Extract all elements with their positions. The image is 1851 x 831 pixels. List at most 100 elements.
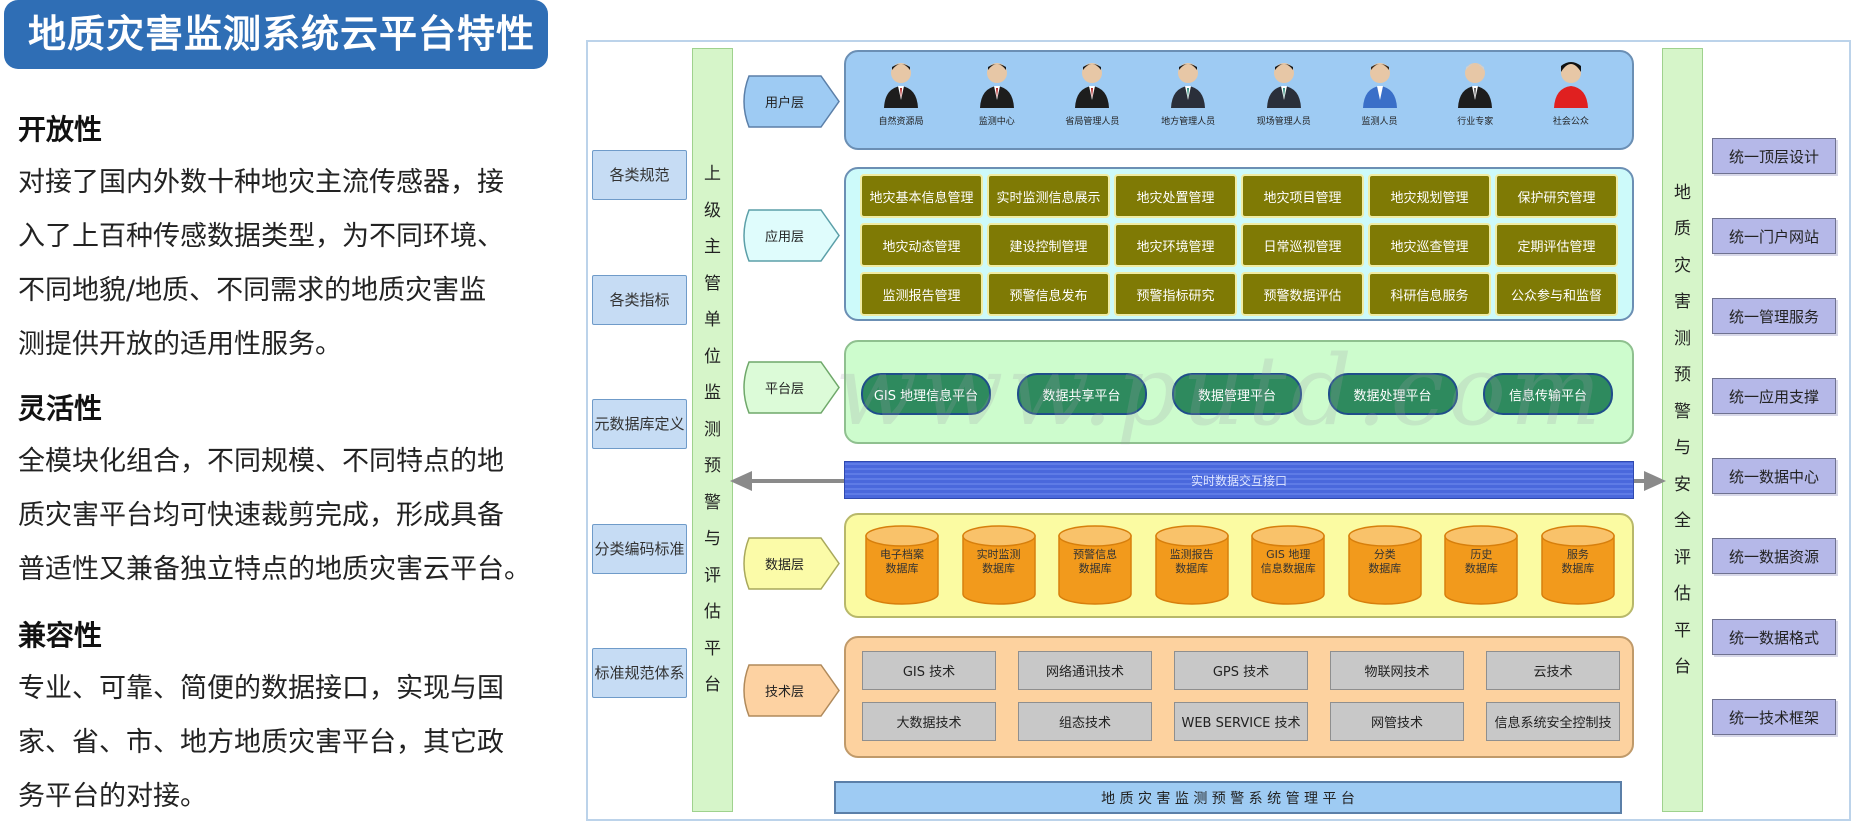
application-module: 地灾处置管理 [1114, 174, 1237, 218]
section-heading-openness: 开放性 [18, 113, 103, 146]
technology-box: GPS 技术 [1174, 651, 1308, 690]
database-label-line: 数据库 [982, 562, 1016, 575]
watermark-text: www.putd.com [835, 335, 1606, 447]
vertical-char: 单 [704, 310, 721, 331]
layer-tag-shape [743, 664, 840, 717]
database-label: 实时监测数据库 [961, 548, 1037, 576]
vertical-char: 预 [704, 456, 721, 477]
layer-tag-platform: 平台层 [737, 360, 841, 415]
platform-module: 数据处理平台 [1327, 373, 1458, 415]
right-principle-box: 统一数据格式 [1712, 619, 1836, 655]
user-label: 行业专家 [1457, 117, 1494, 127]
right-principle-box: 统一数据资源 [1712, 538, 1836, 574]
right-principle-box: 统一管理服务 [1712, 298, 1836, 334]
application-module: 预警信息发布 [987, 272, 1110, 316]
vertical-char: 质 [1674, 219, 1691, 239]
technology-box: 组态技术 [1018, 702, 1152, 741]
right-principle-box: 统一技术框架 [1712, 699, 1836, 735]
database-label: 电子档案数据库 [864, 548, 940, 576]
platform-module: 数据共享平台 [1016, 373, 1147, 415]
section-heading-flexibility: 灵活性 [18, 392, 103, 425]
database-icon [865, 525, 939, 605]
left-doc-box: 元数据库定义 [592, 399, 687, 449]
database-label-line: 信息数据库 [1260, 562, 1316, 575]
database-icon [1251, 525, 1325, 605]
database-cylinder: 实时监测数据库 [961, 524, 1037, 606]
vertical-char: 测 [1674, 328, 1691, 349]
database-label: 服务数据库 [1540, 548, 1616, 576]
section-text-flexibility: 全模块化组合，不同规模、不同特点的地 质灾害平台均可快速裁剪完成，形成具备 普适… [18, 435, 558, 597]
vertical-char: 监 [704, 383, 721, 404]
technology-box: 云技术 [1486, 651, 1620, 690]
vertical-char: 平 [1674, 620, 1691, 641]
text-line: 对接了国内外数十种地灾主流传感器，接 [18, 167, 504, 198]
database-cylinder: 预警信息数据库 [1057, 524, 1133, 606]
database-label-line: 数据库 [1464, 562, 1498, 575]
text-line: 全模块化组合，不同规模、不同特点的地 [18, 446, 504, 477]
layer-tag-label: 平台层 [765, 382, 805, 397]
right-vertical-bar: 地质灾害测预警与安全评估平台 [1662, 48, 1703, 812]
text-line: 专业、可靠、简便的数据接口，实现与国 [18, 673, 504, 704]
database-icon [1348, 525, 1422, 605]
database-label-line: 数据库 [1561, 562, 1595, 575]
section-heading-compatibility: 兼容性 [18, 619, 103, 652]
database-cylinder: 历史数据库 [1443, 524, 1519, 606]
left-doc-box: 标准规范体系 [592, 648, 687, 698]
vertical-char: 与 [1674, 438, 1691, 458]
application-module: 保护研究管理 [1495, 174, 1618, 218]
user-item: 行业专家 [1440, 60, 1510, 130]
text-line: 测提供开放的适用性服务。 [18, 329, 342, 360]
person-icon [1171, 63, 1206, 108]
vertical-char: 安 [1674, 474, 1691, 495]
right-principle-box: 统一数据中心 [1712, 458, 1836, 494]
vertical-char: 警 [704, 492, 721, 513]
vertical-char: 评 [704, 565, 721, 586]
right-principle-box: 统一顶层设计 [1712, 138, 1836, 174]
database-label-line: 数据库 [1368, 562, 1402, 575]
database-label-line: 数据库 [1175, 562, 1209, 575]
vertical-char: 地 [1674, 182, 1691, 203]
technology-box: WEB SERVICE 技术 [1174, 702, 1308, 741]
user-item: 自然资源局 [866, 60, 936, 130]
database-label-line: GIS 地理 [1266, 548, 1311, 561]
database-label-line: 预警信息 [1073, 548, 1118, 561]
database-label: GIS 地理信息数据库 [1250, 548, 1326, 576]
user-item: 监测人员 [1345, 60, 1415, 130]
layer-tag-shape [743, 361, 840, 414]
technology-box: 信息系统安全控制技 [1486, 702, 1620, 741]
user-label: 社会公众 [1552, 117, 1589, 127]
vertical-char: 害 [1674, 292, 1691, 312]
database-label: 预警信息数据库 [1057, 548, 1133, 576]
application-module: 科研信息服务 [1368, 272, 1491, 316]
database-label: 监测报告数据库 [1154, 548, 1230, 576]
text-line: 不同地貌/地质、不同需求的地质灾害监 [18, 275, 487, 306]
application-module: 地灾基本信息管理 [860, 174, 983, 218]
vertical-char: 位 [704, 346, 721, 367]
user-label: 地方管理人员 [1161, 117, 1216, 127]
technology-box: 物联网技术 [1330, 651, 1464, 690]
application-module: 定期评估管理 [1495, 223, 1618, 267]
application-module: 地灾环境管理 [1114, 223, 1237, 267]
vertical-char: 台 [704, 675, 721, 696]
application-module: 地灾巡查管理 [1368, 223, 1491, 267]
user-label: 自然资源局 [878, 117, 924, 127]
bottom-platform-bar: 地 质 灾 害 监 测 预 警 系 统 管 理 平 台 [834, 781, 1622, 814]
application-module: 建设控制管理 [987, 223, 1110, 267]
text-line: 务平台的对接。 [18, 781, 207, 812]
person-icon [884, 63, 918, 108]
database-label-line: 历史 [1470, 548, 1493, 561]
platform-list: GIS 地理信息平台数据共享平台数据管理平台数据处理平台信息传输平台 [861, 373, 1613, 415]
layer-tag-shape [743, 537, 840, 590]
left-doc-box: 各类规范 [592, 150, 687, 200]
application-module: 地灾项目管理 [1241, 174, 1364, 218]
vertical-char: 管 [704, 273, 721, 294]
vertical-char: 预 [1674, 365, 1691, 385]
user-item: 现场管理人员 [1249, 60, 1319, 130]
text-line: 入了上百种传感数据类型，为不同环境、 [18, 221, 504, 252]
database-cylinder: 分类数据库 [1347, 524, 1423, 606]
layer-tag-shape [743, 209, 840, 262]
database-icon [1058, 525, 1132, 605]
technology-box: GIS 技术 [862, 651, 996, 690]
left-doc-box: 分类编码标准 [592, 524, 687, 574]
layer-tag-user: 用户层 [737, 74, 841, 129]
